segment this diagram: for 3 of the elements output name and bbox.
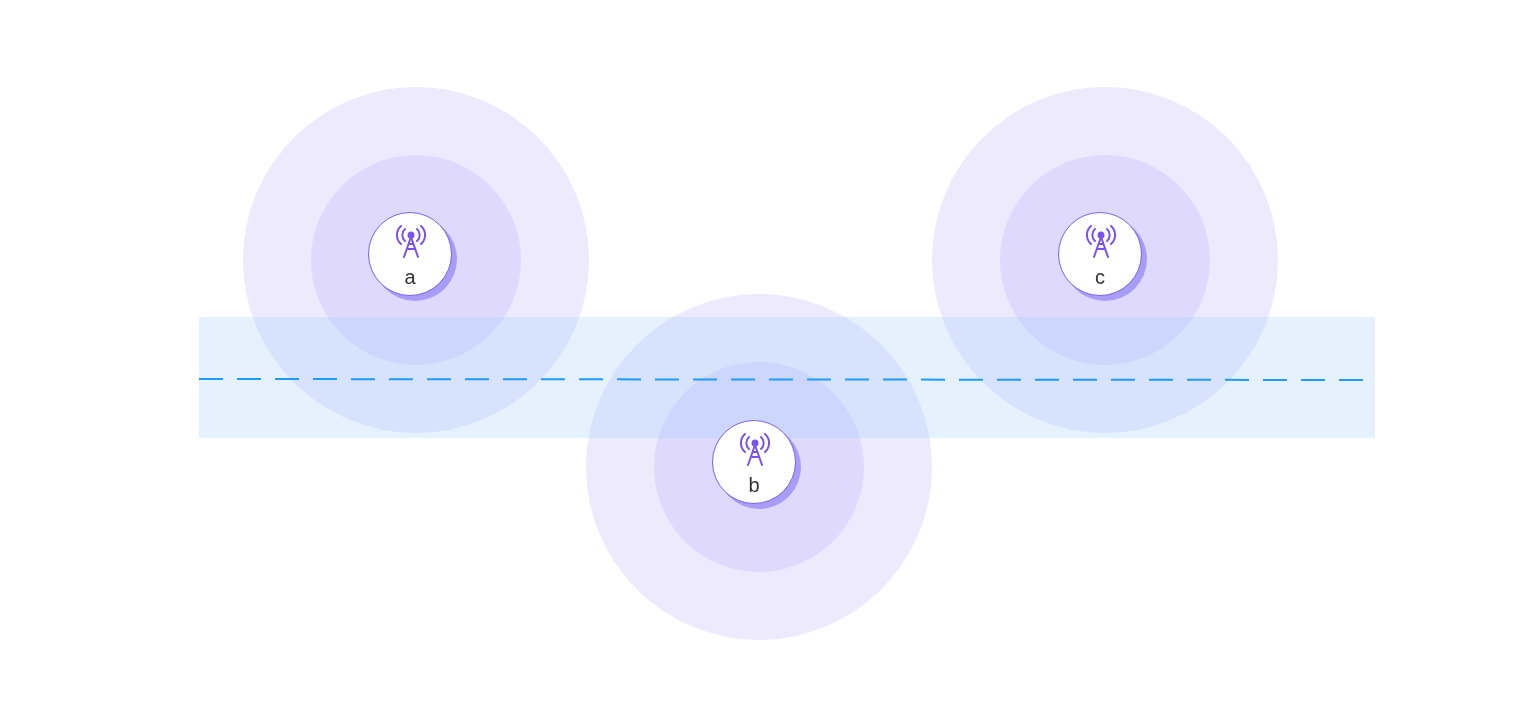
tower-label: b: [747, 475, 761, 495]
tower-label: c: [1094, 267, 1106, 287]
tower-label: a: [403, 267, 417, 287]
